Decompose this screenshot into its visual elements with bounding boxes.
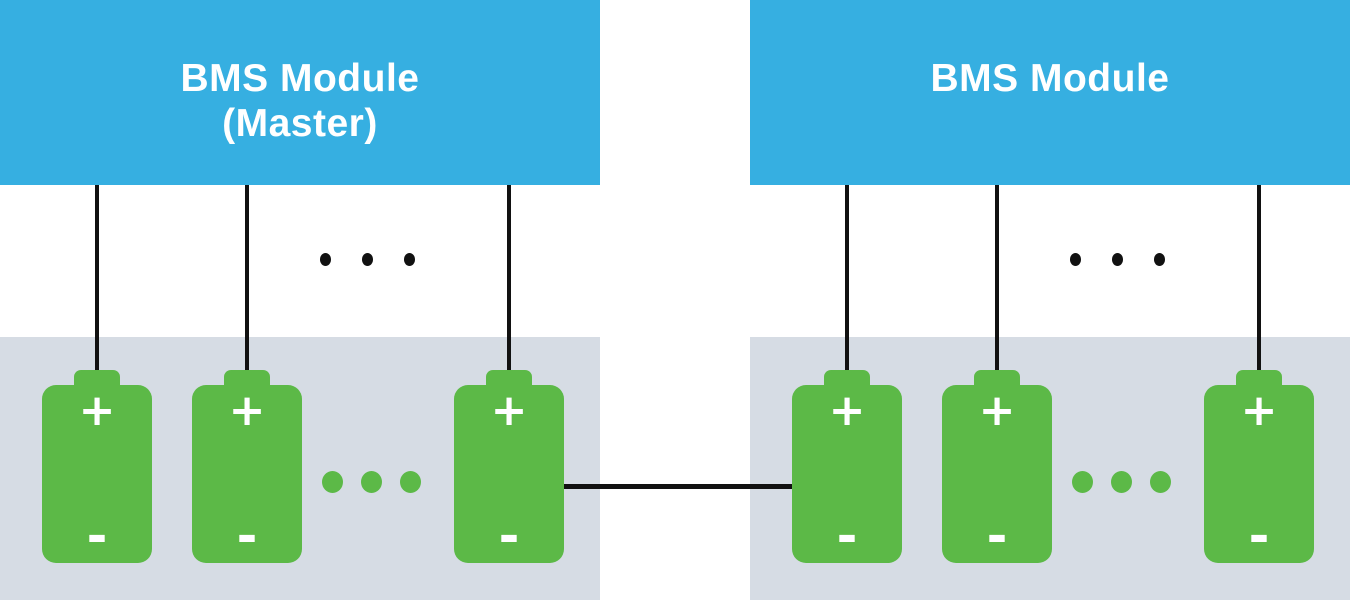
wire-ellipsis-dot <box>404 253 415 266</box>
module-title-line1: BMS Module <box>180 57 420 100</box>
module-title-line2: (Master) <box>222 102 378 145</box>
cell-ellipsis-dot <box>361 471 382 493</box>
positive-terminal-label: + <box>228 384 266 436</box>
bms-module-master-box: BMS Module (Master) <box>0 0 600 185</box>
battery-cell: + - <box>42 370 152 565</box>
positive-terminal-label: + <box>1240 384 1278 436</box>
sense-wire-left-2 <box>245 185 249 378</box>
negative-terminal-label: - <box>236 507 258 565</box>
positive-terminal-label: + <box>978 384 1016 436</box>
cell-ellipsis-dot <box>400 471 421 493</box>
sense-wire-right-2 <box>995 185 999 378</box>
bms-module-title: BMS Module <box>750 0 1350 101</box>
battery-cell: + - <box>1204 370 1314 565</box>
wire-ellipsis-dot <box>1112 253 1123 266</box>
battery-body <box>42 385 152 563</box>
bms-module-master-title: BMS Module (Master) <box>0 0 600 146</box>
wire-ellipsis-dot <box>1154 253 1165 266</box>
positive-terminal-label: + <box>828 384 866 436</box>
wire-ellipsis-dot <box>1070 253 1081 266</box>
positive-terminal-label: + <box>78 384 116 436</box>
pack-link-wire <box>564 484 792 489</box>
battery-body <box>192 385 302 563</box>
battery-cell: + - <box>792 370 902 565</box>
bms-module-box: BMS Module <box>750 0 1350 185</box>
sense-wire-right-1 <box>845 185 849 378</box>
cell-ellipsis-dot <box>1150 471 1171 493</box>
sense-wire-left-1 <box>95 185 99 378</box>
wire-ellipsis-dot <box>320 253 331 266</box>
battery-cell: + - <box>454 370 564 565</box>
wire-ellipsis-dot <box>362 253 373 266</box>
negative-terminal-label: - <box>986 507 1008 565</box>
negative-terminal-label: - <box>498 507 520 565</box>
battery-body <box>792 385 902 563</box>
negative-terminal-label: - <box>1248 507 1270 565</box>
cell-ellipsis-dot <box>1072 471 1093 493</box>
sense-wire-left-3 <box>507 185 511 378</box>
battery-body <box>942 385 1052 563</box>
cell-ellipsis-dot <box>1111 471 1132 493</box>
positive-terminal-label: + <box>490 384 528 436</box>
cell-ellipsis-dot <box>322 471 343 493</box>
negative-terminal-label: - <box>836 507 858 565</box>
negative-terminal-label: - <box>86 507 108 565</box>
battery-cell: + - <box>192 370 302 565</box>
battery-body <box>1204 385 1314 563</box>
battery-body <box>454 385 564 563</box>
battery-cell: + - <box>942 370 1052 565</box>
module-title-line1: BMS Module <box>930 57 1170 100</box>
sense-wire-right-3 <box>1257 185 1261 378</box>
